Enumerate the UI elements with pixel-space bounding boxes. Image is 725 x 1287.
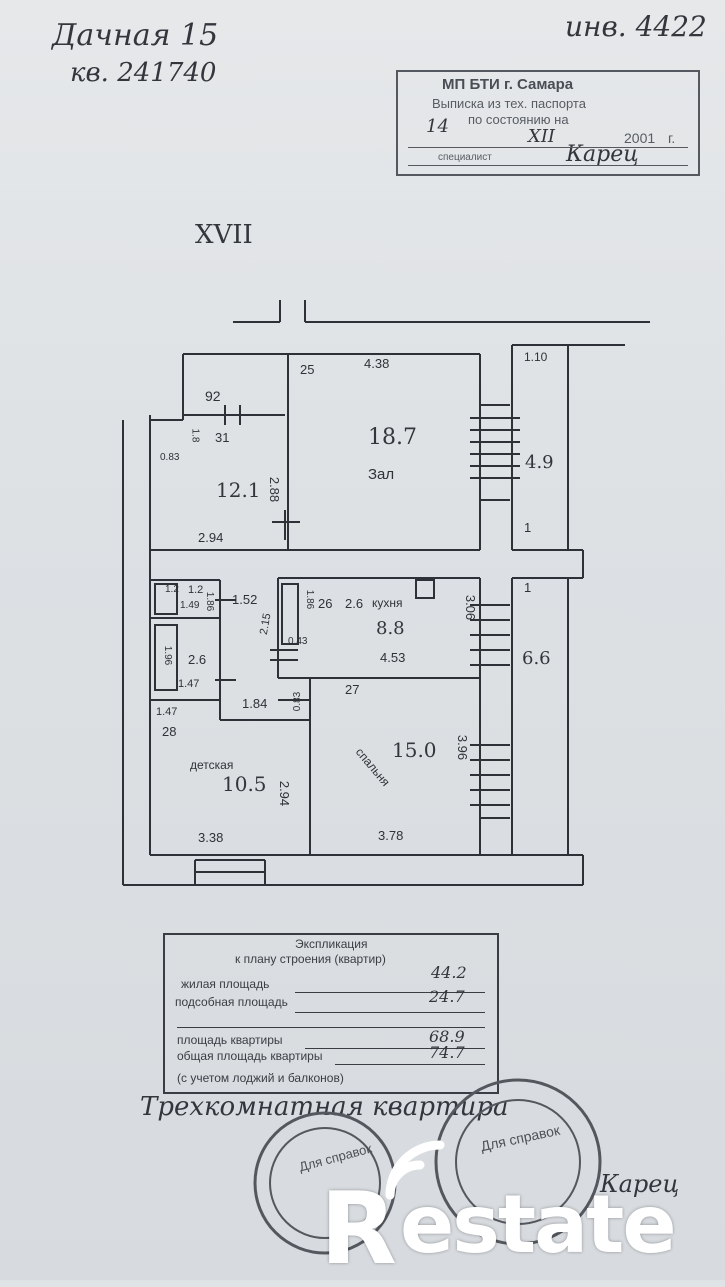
stamp-line1: Выписка из тех. паспорта <box>432 96 586 111</box>
dim-1-49: 1.49 <box>180 600 200 611</box>
footer-signature: Карец <box>600 1170 680 1198</box>
bedroom-area: 15.0 <box>392 738 437 762</box>
explication-row1-value: 44.2 <box>431 963 467 982</box>
explication-row2-label: подсобная площадь <box>175 995 288 1009</box>
zal-area: 18.7 <box>368 425 417 450</box>
apartment-description: Трехкомнатная квартира <box>140 1092 509 1122</box>
kitchen-area: 8.8 <box>376 618 405 639</box>
loggia2-area: 6.6 <box>522 648 551 669</box>
zal-width: 4.38 <box>364 356 390 371</box>
stamp-signature: Карец <box>566 142 639 167</box>
dim-0-43: 0.43 <box>288 636 308 647</box>
room-12-height: 2.88 <box>267 476 283 503</box>
room-12-area: 12.1 <box>216 478 261 502</box>
childroom-width: 3.38 <box>198 830 224 845</box>
explication-table: Экспликация к плану строения (квартир) ж… <box>163 933 499 1094</box>
childroom-height: 2.94 <box>277 780 293 807</box>
dim-31: 31 <box>215 430 230 445</box>
address-text: Дачная 15 <box>52 18 219 53</box>
watermark-wifi-icon <box>385 1140 445 1200</box>
loggia2-depth: 1 <box>524 580 532 595</box>
explication-title: Экспликация <box>295 937 368 951</box>
bti-stamp: МП БТИ г. Самара Выписка из тех. паспорт… <box>396 70 700 176</box>
childroom-area: 10.5 <box>222 772 267 796</box>
dim-1-86b: 1.86 <box>204 591 216 612</box>
dim-1-86: 1.86 <box>304 589 316 610</box>
dim-3-06: 3.06 <box>463 594 479 621</box>
dim-1-2b: 1.2 <box>165 584 179 595</box>
stamp-day: 14 <box>426 116 449 137</box>
stamp-role: специалист <box>438 152 492 163</box>
seal-right <box>434 1078 602 1246</box>
explication-footer: (с учетом лоджий и балконов) <box>177 1071 344 1085</box>
explication-row4-value: 74.7 <box>429 1043 465 1062</box>
childroom-name: детская <box>190 758 234 772</box>
bedroom-height: 3.96 <box>455 734 471 761</box>
stamp-org: МП БТИ г. Самара <box>442 76 574 93</box>
zal-name: Зал <box>368 466 395 483</box>
watermark-letter: R <box>320 1170 398 1287</box>
explication-subtitle: к плану строения (квартир) <box>235 952 386 966</box>
kitchen-height: 2.6 <box>345 596 364 611</box>
explication-row1-label: жилая площадь <box>181 977 270 991</box>
dim-1-52: 1.52 <box>232 592 258 607</box>
dim-1-8: 1.8 <box>189 428 201 443</box>
inventory-number: инв. 4422 <box>565 10 707 43</box>
floor-mark: XVII <box>195 220 253 250</box>
dim-27: 27 <box>345 682 360 697</box>
kitchen-name: кухня <box>372 596 403 610</box>
dim-1-84: 1.84 <box>242 696 268 711</box>
dim-0-83: 0.83 <box>292 691 304 712</box>
explication-row3-value: 68.9 <box>429 1027 465 1046</box>
explication-row2-value: 24.7 <box>429 987 465 1006</box>
loggia1-depth: 1 <box>524 520 532 535</box>
stamp-month: XII <box>528 126 556 147</box>
explication-row3-label: площадь квартиры <box>177 1033 283 1047</box>
dim-92: 92 <box>205 388 221 404</box>
dim-1-47b: 1.47 <box>178 678 200 690</box>
dim-26: 26 <box>318 596 333 611</box>
explication-row4-label: общая площадь квартиры <box>177 1049 323 1063</box>
stamp-line2: по состоянию на <box>468 112 569 127</box>
dim-1-47: 1.47 <box>156 706 178 718</box>
kitchen-width: 4.53 <box>380 650 406 665</box>
apartment-number: кв. 241740 <box>70 58 217 88</box>
bedroom-width: 3.78 <box>378 828 404 843</box>
zal-offset: 25 <box>300 362 315 377</box>
loggia1-width: 1.10 <box>524 350 548 364</box>
stamp-year-suffix: г. <box>668 130 676 146</box>
loggia1-area: 4.9 <box>525 452 554 473</box>
watermark-text: estate <box>400 1178 677 1271</box>
dim-1-2: 1.2 <box>188 584 204 596</box>
room-12-width: 2.94 <box>198 530 224 545</box>
dim-2-6: 2.6 <box>188 652 207 667</box>
stamp-year: 2001 <box>624 130 656 146</box>
dim-083: 0.83 <box>160 452 180 463</box>
dim-1-96: 1.96 <box>162 645 174 666</box>
dim-28: 28 <box>162 724 177 739</box>
